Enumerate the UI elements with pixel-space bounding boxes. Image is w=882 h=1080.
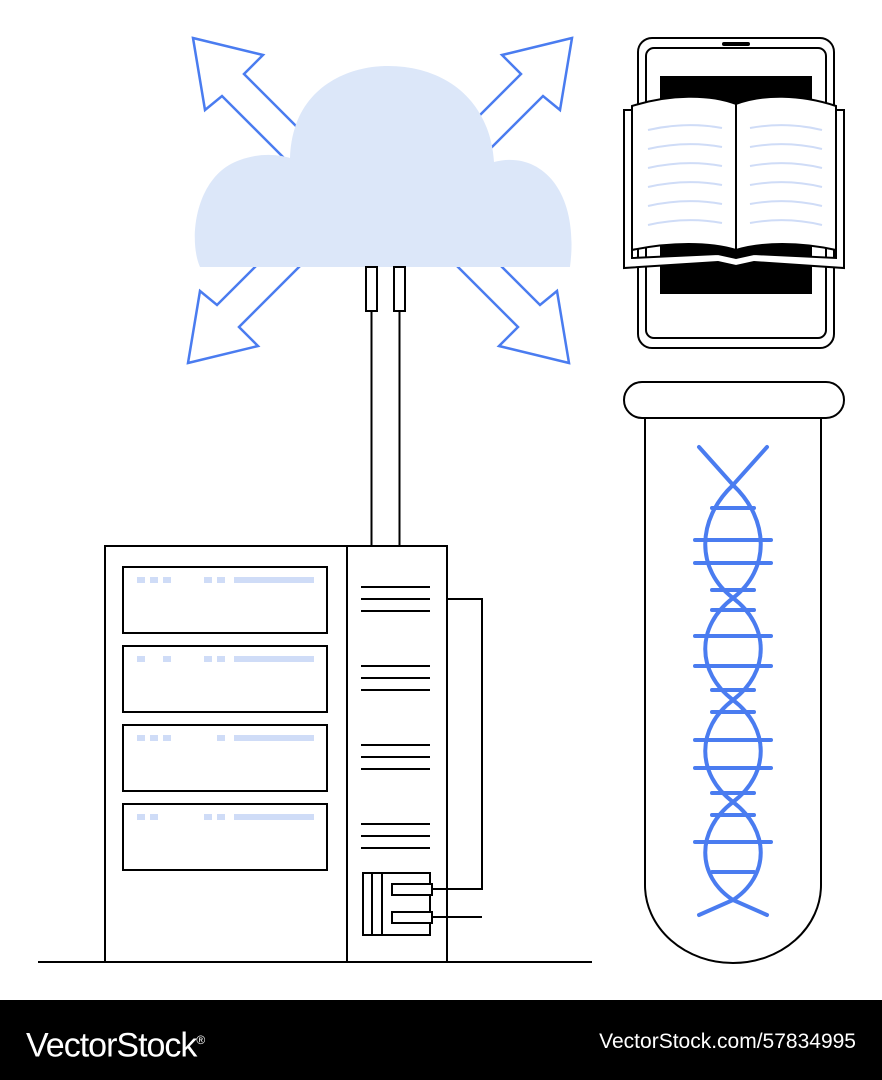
power-plug-icon <box>362 598 483 936</box>
book-text-lines <box>647 124 823 226</box>
brand-logo: VectorStock® <box>26 1018 205 1067</box>
illustration-canvas <box>38 36 845 964</box>
dna-helix-icon <box>693 445 773 917</box>
watermark-footer: VectorStock® VectorStock.com/57834995 <box>0 1000 882 1080</box>
registered-mark: ® <box>196 1033 205 1047</box>
test-tube-icon <box>623 381 845 964</box>
drive-bay-3 <box>122 724 328 792</box>
brand-name: VectorStock <box>26 1026 197 1065</box>
drive-bay-1 <box>122 566 328 634</box>
stock-id-text: VectorStock.com/57834995 <box>599 1030 856 1053</box>
open-book-icon <box>623 95 845 270</box>
drive-bay-4 <box>122 803 328 871</box>
server-rack-icon <box>104 545 483 963</box>
cloud-icon <box>194 66 572 267</box>
server-vents <box>361 586 430 849</box>
cloud-server-cable <box>365 266 406 546</box>
drive-bay-2 <box>122 645 328 713</box>
